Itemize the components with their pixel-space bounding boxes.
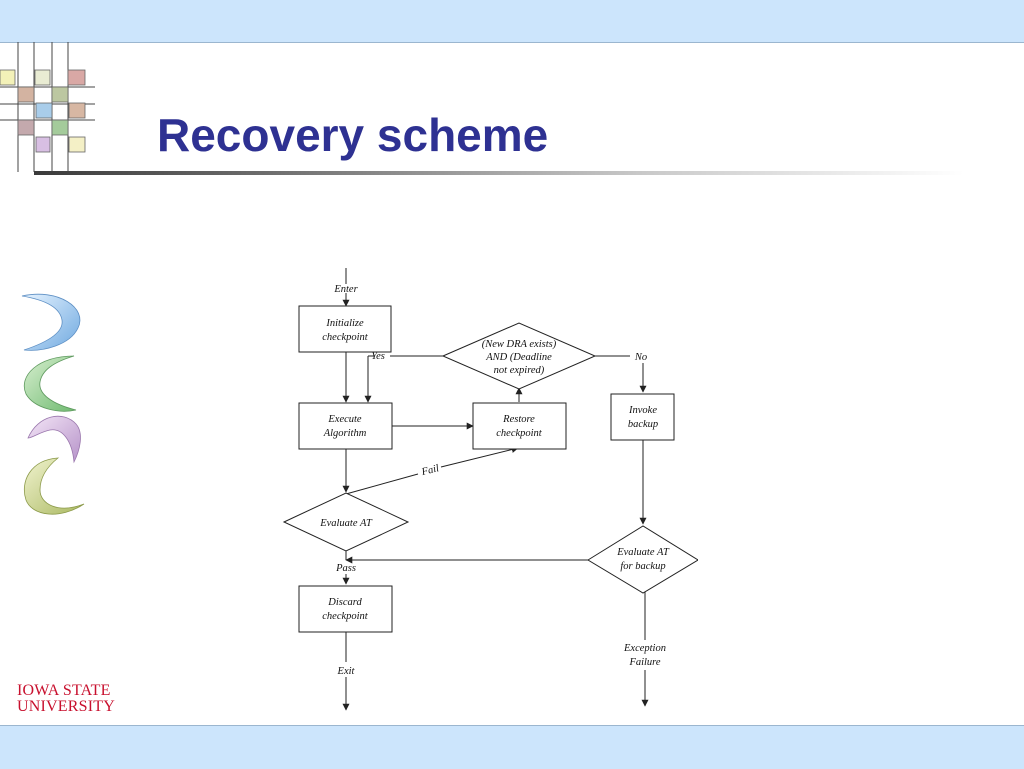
restore-checkpoint-node: Restore checkpoint <box>472 402 567 450</box>
svg-text:Initialize: Initialize <box>325 318 364 329</box>
bottom-band <box>0 725 1024 769</box>
svg-text:Algorithm: Algorithm <box>323 428 367 439</box>
svg-text:checkpoint: checkpoint <box>496 428 543 439</box>
fail-label: Fail <box>420 463 441 478</box>
svg-text:Execute: Execute <box>327 414 362 425</box>
svg-text:(New DRA exists): (New DRA exists) <box>482 339 557 350</box>
title-underline <box>34 171 964 175</box>
decorative-crescents <box>21 293 85 515</box>
decorative-grid <box>0 42 95 172</box>
blue-crescent-icon <box>21 293 81 351</box>
execute-algorithm-node: Execute Algorithm <box>298 402 393 450</box>
svg-text:for backup: for backup <box>620 561 665 572</box>
purple-crescent-icon <box>27 415 81 464</box>
green-crescent-icon <box>24 355 77 412</box>
svg-text:AND (Deadline: AND (Deadline <box>485 352 552 363</box>
initialize-checkpoint-node: Initialize checkpoint <box>298 305 392 353</box>
invoke-backup-node: Invoke backup <box>610 393 675 441</box>
svg-text:backup: backup <box>628 419 658 430</box>
enter-label: Enter <box>333 284 358 295</box>
yes-label: Yes <box>371 351 385 362</box>
discard-checkpoint-node: Discard checkpoint <box>298 585 393 633</box>
svg-text:Failure: Failure <box>628 657 660 668</box>
logo-line-1: IOWA STATE <box>17 682 111 699</box>
logo-line-2: UNIVERSITY <box>17 698 115 715</box>
evaluate-at-node: Evaluate AT <box>282 492 410 552</box>
svg-text:Discard: Discard <box>327 597 362 608</box>
svg-text:Evaluate AT: Evaluate AT <box>616 547 670 558</box>
svg-text:Invoke: Invoke <box>628 405 657 416</box>
svg-text:Enter: Enter <box>333 284 358 295</box>
svg-text:Evaluate AT: Evaluate AT <box>319 518 373 529</box>
no-label: No <box>634 352 647 363</box>
recovery-flowchart: Enter Initialize checkpoint (New DRA exi… <box>282 268 698 711</box>
svg-text:Restore: Restore <box>502 414 535 425</box>
svg-text:checkpoint: checkpoint <box>322 611 369 622</box>
iowa-state-logo: IOWA STATE UNIVERSITY <box>17 683 115 715</box>
pass-label: Pass <box>335 563 356 574</box>
exception-failure-label: Exception Failure <box>623 643 666 668</box>
exit-label: Exit <box>337 666 356 677</box>
slide-title: Recovery scheme <box>157 109 549 161</box>
deadline-decision-node: (New DRA exists) AND (Deadline not expir… <box>441 322 597 390</box>
olive-crescent-icon <box>23 457 85 515</box>
svg-text:not expired): not expired) <box>494 365 545 376</box>
top-band <box>0 0 1024 43</box>
svg-text:Exit: Exit <box>337 666 356 677</box>
flow-edges <box>342 268 649 711</box>
svg-text:checkpoint: checkpoint <box>322 332 369 343</box>
svg-text:Exception: Exception <box>623 643 666 654</box>
evaluate-at-backup-node: Evaluate AT for backup <box>587 525 698 594</box>
